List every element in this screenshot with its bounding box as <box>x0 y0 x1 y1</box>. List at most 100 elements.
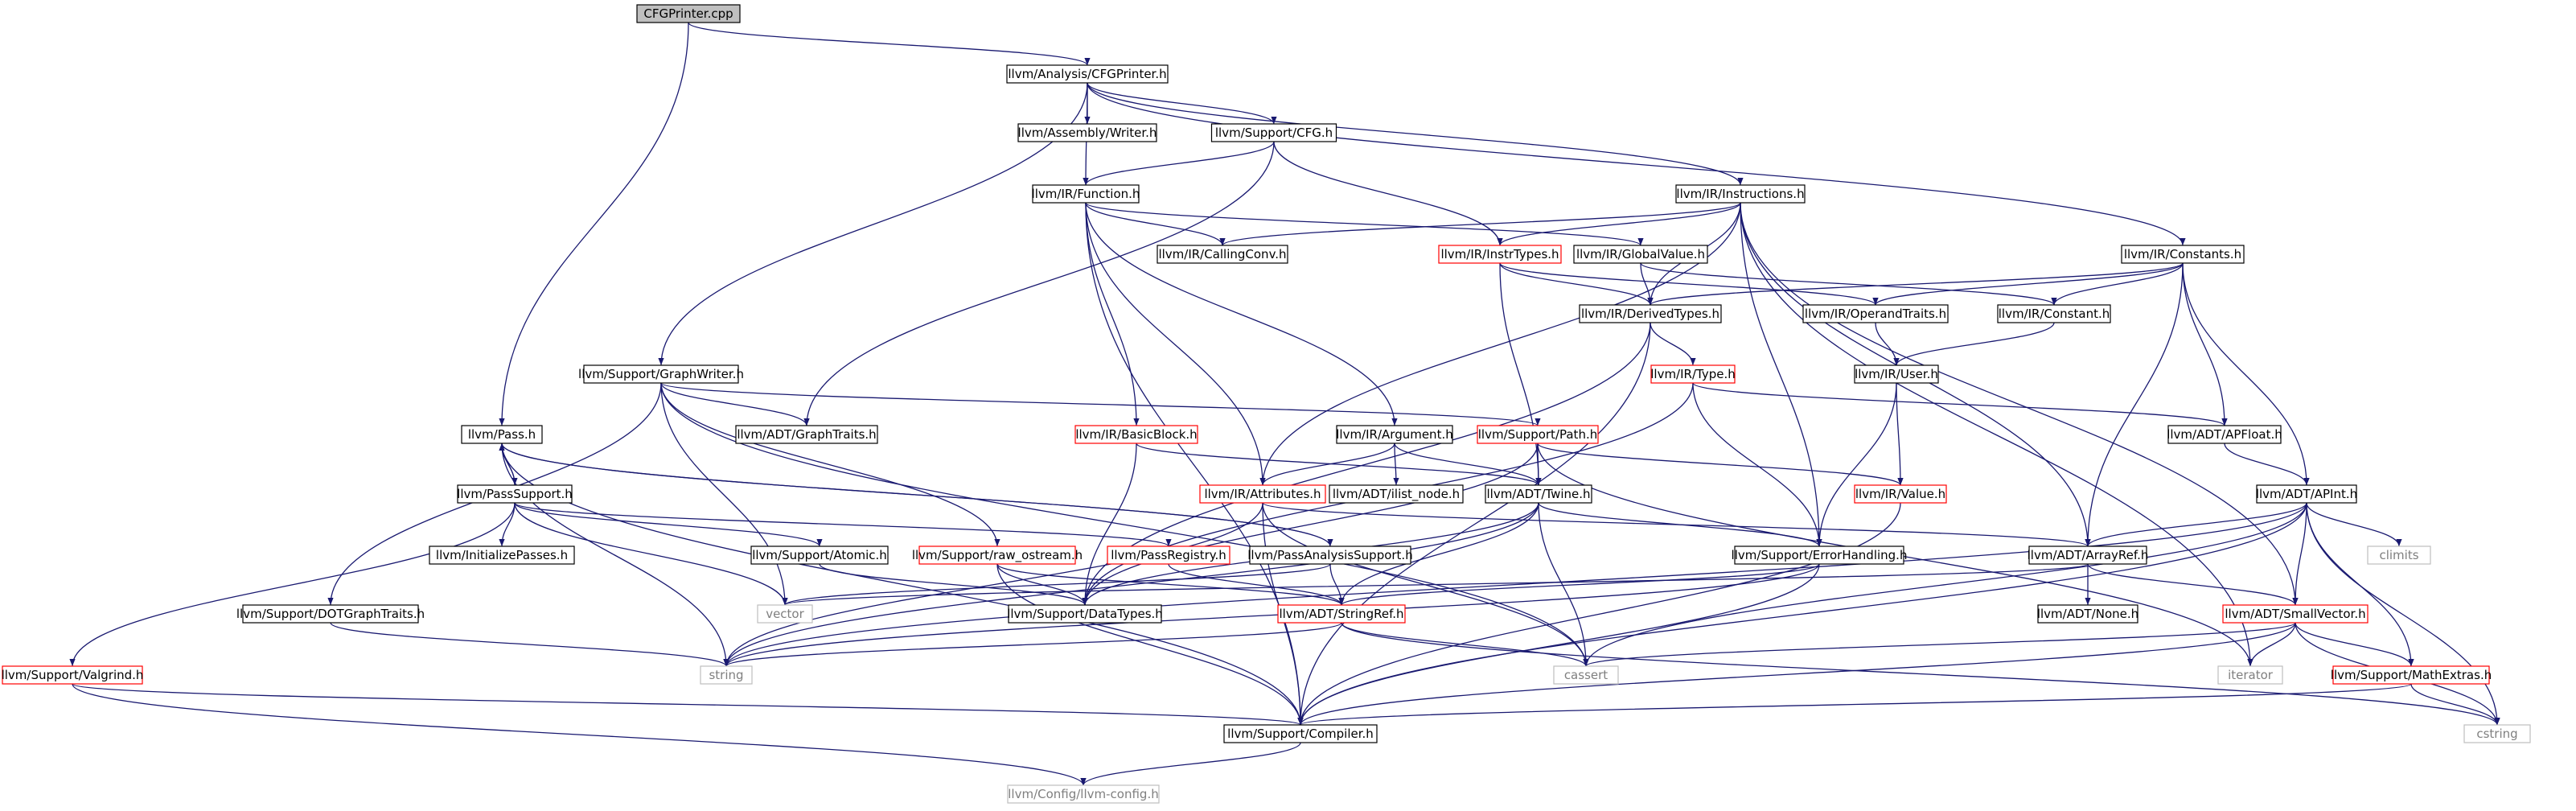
edge-support_errorhandling-to-adt_stringref <box>1338 563 1820 606</box>
node-assembly_writer[interactable]: llvm/Assembly/Writer.h <box>1017 123 1157 142</box>
node-support_valgrind[interactable]: llvm/Support/Valgrind.h <box>2 665 144 685</box>
edge-passanalysissupport-to-vector <box>782 563 1331 606</box>
node-label: llvm/IR/BasicBlock.h <box>1075 427 1197 442</box>
node-support_path[interactable]: llvm/Support/Path.h <box>1477 425 1599 444</box>
edge-ir_instructions-to-ir_instrtypes <box>1497 202 1741 246</box>
node-box <box>429 545 575 565</box>
node-support_dotgraphtraits[interactable]: llvm/Support/DOTGraphTraits.h <box>236 604 425 624</box>
node-label: llvm/ADT/None.h <box>2037 607 2138 621</box>
node-adt_ilist_node[interactable]: llvm/ADT/ilist_node.h <box>1329 484 1464 504</box>
edge-ir_instructions-to-iterator <box>1740 202 2253 667</box>
node-ir_value[interactable]: llvm/IR/Value.h <box>1854 484 1947 504</box>
edge-adt_stringref-to-string <box>723 622 1342 667</box>
node-label: climits <box>2379 548 2418 562</box>
node-ir_operandtraits[interactable]: llvm/IR/OperandTraits.h <box>1802 304 1949 323</box>
edge-ir_derivedtypes-to-ir_type <box>1650 322 1696 366</box>
node-support_mathextras[interactable]: llvm/Support/MathExtras.h <box>2331 665 2492 685</box>
node-ir_type[interactable]: llvm/IR/Type.h <box>1650 364 1736 384</box>
node-ir_constant[interactable]: llvm/IR/Constant.h <box>1997 304 2111 323</box>
node-box <box>1734 545 1904 565</box>
node-box <box>461 425 543 444</box>
edge-support_errorhandling-to-support_compiler <box>1297 563 1820 726</box>
edge-passsupport-to-vector <box>514 502 788 606</box>
node-box <box>1854 364 1939 384</box>
node-box <box>2222 604 2369 624</box>
node-cfgprinter_cpp[interactable]: CFGPrinter.cpp <box>636 4 741 23</box>
node-ir_user[interactable]: llvm/IR/User.h <box>1854 364 1939 384</box>
node-label: llvm/ADT/Twine.h <box>1486 487 1590 501</box>
node-adt_apint[interactable]: llvm/ADT/APInt.h <box>2256 484 2357 504</box>
node-adt_graphtraits[interactable]: llvm/ADT/GraphTraits.h <box>735 425 878 444</box>
edge-adt_apint-to-adt_smallvector <box>2292 502 2307 606</box>
edge-passsupport-to-support_atomic <box>514 502 823 547</box>
node-box <box>1336 425 1453 444</box>
edge-ir_function-to-ir_callingconv <box>1085 202 1226 246</box>
node-label: llvm/ADT/SmallVector.h <box>2225 607 2365 621</box>
node-ir_callingconv[interactable]: llvm/IR/CallingConv.h <box>1157 245 1288 264</box>
node-label: llvm/Support/raw_ostream.h <box>912 548 1083 563</box>
edge-adt_smallvector-to-iterator <box>2247 622 2296 667</box>
node-label: llvm/ADT/GraphTraits.h <box>737 427 876 442</box>
node-support_graphwriter[interactable]: llvm/Support/GraphWriter.h <box>578 364 744 384</box>
edge-ir_value-to-support_compiler <box>1297 502 1901 726</box>
node-box <box>1032 184 1140 204</box>
edge-ir_instrtypes-to-ir_derivedtypes <box>1499 262 1654 306</box>
node-box <box>1157 245 1288 264</box>
node-passsupport[interactable]: llvm/PassSupport.h <box>457 484 573 504</box>
node-adt_none[interactable]: llvm/ADT/None.h <box>2037 604 2138 624</box>
node-adt_twine[interactable]: llvm/ADT/Twine.h <box>1485 484 1592 504</box>
edge-ir_instructions-to-support_errorhandling <box>1740 202 1822 547</box>
node-initializepasses[interactable]: llvm/InitializePasses.h <box>429 545 575 565</box>
node-ir_derivedtypes[interactable]: llvm/IR/DerivedTypes.h <box>1579 304 1722 323</box>
node-adt_apfloat[interactable]: llvm/ADT/APFloat.h <box>2167 425 2282 444</box>
node-label: cstring <box>2476 727 2517 741</box>
node-support_compiler[interactable]: llvm/Support/Compiler.h <box>1223 724 1378 743</box>
node-label: llvm/Support/DOTGraphTraits.h <box>236 607 425 621</box>
node-ir_attributes[interactable]: llvm/IR/Attributes.h <box>1199 484 1326 504</box>
edge-support_path-to-ir_value <box>1537 443 1904 486</box>
node-ir_instructions[interactable]: llvm/IR/Instructions.h <box>1675 184 1806 204</box>
node-label: llvm/ADT/ArrayRef.h <box>2028 548 2149 562</box>
node-support_errorhandling[interactable]: llvm/Support/ErrorHandling.h <box>1732 545 1908 565</box>
edge-adt_apint-to-support_compiler <box>1297 502 2307 726</box>
node-label: llvm/IR/User.h <box>1855 367 1938 381</box>
edge-ir_basicblock-to-support_datatypes <box>1082 443 1137 606</box>
node-ir_constants[interactable]: llvm/IR/Constants.h <box>2121 245 2245 264</box>
node-adt_arrayref[interactable]: llvm/ADT/ArrayRef.h <box>2028 545 2149 565</box>
node-box <box>1579 304 1722 323</box>
edge-ir_argument-to-adt_ilist_node <box>1393 443 1399 486</box>
node-ir_globalvalue[interactable]: llvm/IR/GlobalValue.h <box>1573 245 1708 264</box>
node-label: llvm/PassAnalysisSupport.h <box>1247 548 1412 562</box>
node-label: string <box>709 668 743 682</box>
edge-adt_twine-to-string <box>723 502 1539 667</box>
node-config_llvm_config: llvm/Config/llvm-config.h <box>1007 784 1160 804</box>
node-ir_argument[interactable]: llvm/IR/Argument.h <box>1336 425 1453 444</box>
node-adt_smallvector[interactable]: llvm/ADT/SmallVector.h <box>2222 604 2369 624</box>
node-box <box>1573 245 1708 264</box>
node-ir_basicblock[interactable]: llvm/IR/BasicBlock.h <box>1074 425 1198 444</box>
node-passregistry[interactable]: llvm/PassRegistry.h <box>1107 545 1230 565</box>
edge-ir_instrtypes-to-adt_twine <box>1499 262 1542 486</box>
node-box <box>1675 184 1806 204</box>
node-pass[interactable]: llvm/Pass.h <box>461 425 543 444</box>
node-support_atomic[interactable]: llvm/Support/Atomic.h <box>750 545 889 565</box>
edge-analysis_cfgprinter-to-ir_constants <box>1087 82 2186 246</box>
node-label: llvm/ADT/APInt.h <box>2256 487 2357 501</box>
edge-adt_apint-to-climits <box>2306 502 2402 547</box>
node-analysis_cfgprinter[interactable]: llvm/Analysis/CFGPrinter.h <box>1006 64 1169 84</box>
node-ir_instrtypes[interactable]: llvm/IR/InstrTypes.h <box>1438 245 1562 264</box>
edge-passsupport-to-initializepasses <box>499 502 516 547</box>
node-adt_stringref[interactable]: llvm/ADT/StringRef.h <box>1277 604 1406 624</box>
node-label: llvm/ADT/APFloat.h <box>2167 427 2282 442</box>
edge-support_mathextras-to-cstring <box>2410 683 2500 726</box>
node-label: llvm/IR/DerivedTypes.h <box>1581 307 1719 321</box>
node-ir_function[interactable]: llvm/IR/Function.h <box>1032 184 1140 204</box>
node-box <box>457 484 573 504</box>
node-box <box>1650 364 1736 384</box>
node-support_datatypes[interactable]: llvm/Support/DataTypes.h <box>1007 604 1163 624</box>
node-box <box>2463 724 2531 743</box>
node-vector: vector <box>757 604 813 624</box>
node-support_raw_ostream[interactable]: llvm/Support/raw_ostream.h <box>912 545 1083 565</box>
node-support_cfg[interactable]: llvm/Support/CFG.h <box>1210 123 1337 142</box>
node-passanalysissupport[interactable]: llvm/PassAnalysisSupport.h <box>1247 545 1413 565</box>
